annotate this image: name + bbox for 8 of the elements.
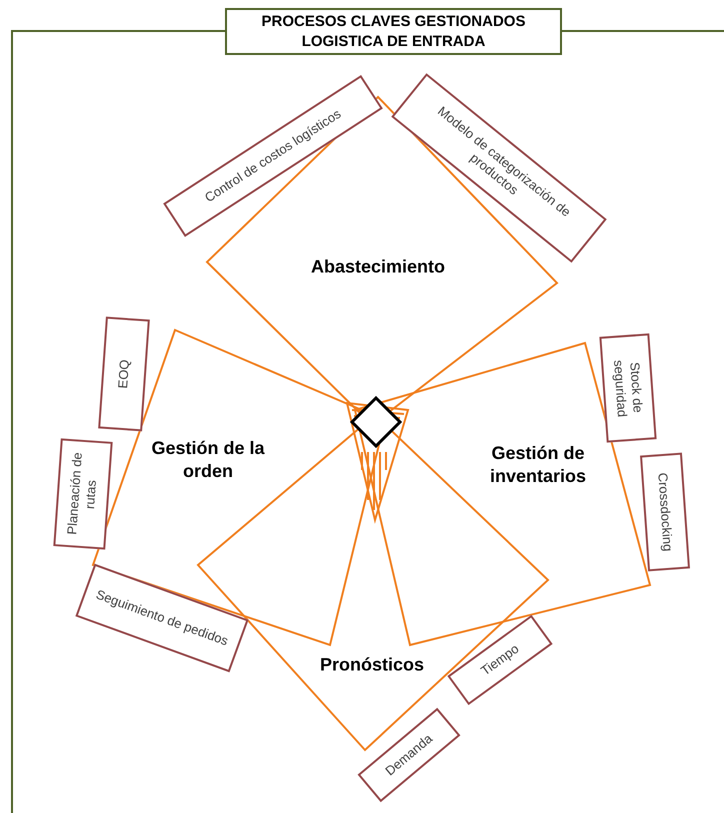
process-label: Gestión de la orden [150, 437, 266, 483]
process-label: Pronósticos [318, 654, 426, 676]
process-tag: Stock de seguridad [599, 333, 657, 443]
process-tag: Planeación de rutas [53, 438, 113, 550]
process-tag: EOQ [98, 316, 150, 432]
process-tag: Crossdocking [640, 452, 690, 572]
process-label: Gestión de inventarios [488, 442, 588, 488]
diagram-title: PROCESOS CLAVES GESTIONADOS LOGISTICA DE ENTRADA [225, 8, 562, 55]
